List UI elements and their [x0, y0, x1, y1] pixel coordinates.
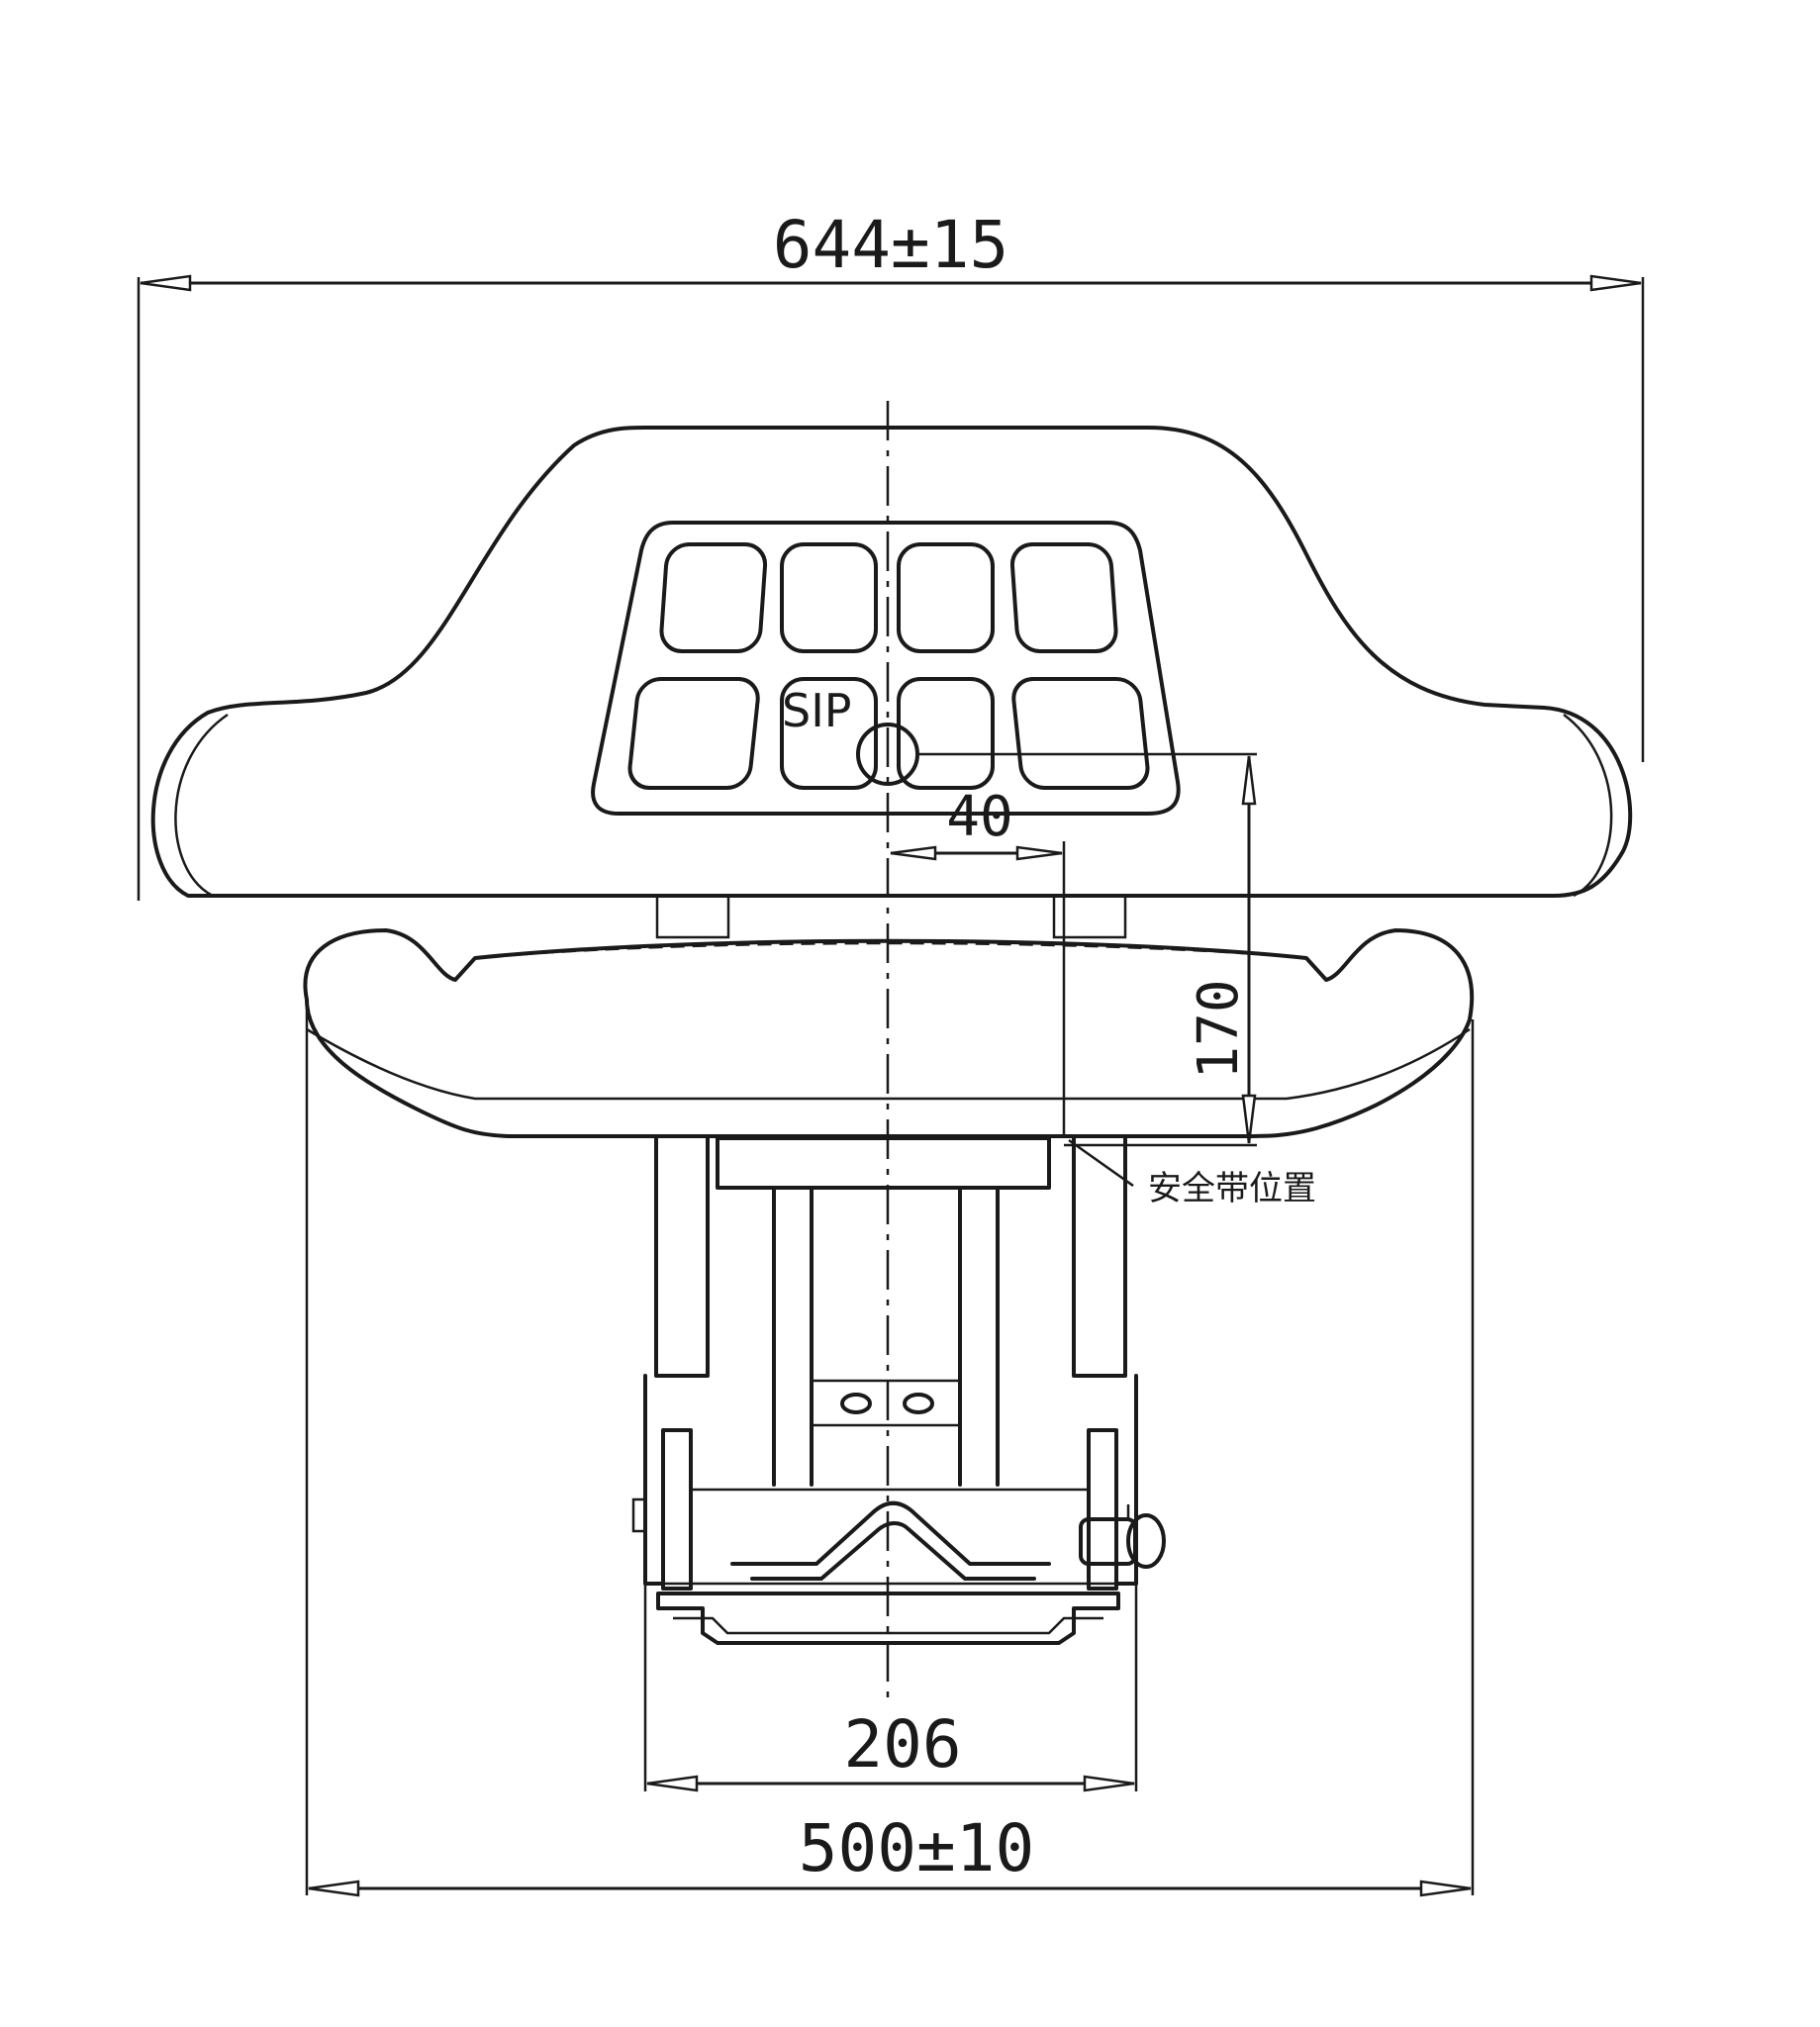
knob-body — [1079, 1517, 1137, 1566]
knob-cap — [1126, 1513, 1166, 1569]
base-width-label: 206 — [843, 1706, 961, 1783]
seat-cushion — [303, 928, 1475, 1138]
vent-frame — [591, 521, 1181, 816]
seatbelt-position-label: 安全带位置 — [1148, 1169, 1316, 1208]
vent-cell-6 — [780, 677, 878, 790]
arrow-right — [1589, 274, 1642, 292]
left-support — [655, 894, 730, 939]
backrest-left-roll — [174, 713, 229, 898]
sip-offset-label: 40 — [946, 785, 1012, 849]
dimension-sip-height: 170 — [915, 752, 1257, 1147]
dimension-overall-width: 644±15 — [137, 207, 1645, 901]
dimension-seat-width: 500±10 — [305, 1000, 1475, 1897]
mount-hole-left — [840, 1393, 872, 1414]
suspension-base — [631, 1136, 1166, 1645]
vent-cell-2 — [780, 542, 878, 653]
leader-line — [1068, 1138, 1134, 1188]
vent-cell-3 — [897, 542, 995, 653]
bottom-tray — [656, 1592, 1120, 1645]
seat-width-label: 500±10 — [799, 1810, 1034, 1886]
sip-label: SIP — [782, 684, 852, 737]
dimension-base-width: 206 — [643, 1584, 1138, 1792]
right-support — [1052, 894, 1127, 939]
overall-width-label: 644±15 — [773, 207, 1008, 283]
left-tab — [631, 1497, 647, 1533]
arrow-left — [140, 274, 192, 292]
seat-dashed-edge — [474, 941, 1307, 960]
mount-hole-right — [903, 1393, 934, 1414]
vent-cell-7 — [897, 677, 995, 790]
vent-cell-4 — [1009, 542, 1118, 653]
arrow-bottom — [1241, 1094, 1257, 1144]
arrow-left — [646, 1775, 699, 1792]
adjustment-knob — [1079, 1504, 1166, 1569]
backrest-outline — [150, 425, 1633, 898]
right-outer-frame — [1072, 1136, 1127, 1378]
left-outer-frame — [654, 1136, 710, 1378]
arrow-top — [1241, 755, 1257, 806]
backrest: SIP — [150, 425, 1633, 898]
cross-member — [810, 1379, 962, 1427]
scissor-mechanism — [730, 1500, 1051, 1581]
dimension-sip-offset: 40 — [890, 785, 1066, 1138]
sip-height-label: 170 — [1187, 979, 1251, 1079]
arrow-left — [890, 845, 937, 861]
arrow-right — [1015, 845, 1063, 861]
arrow-left — [308, 1880, 360, 1897]
bottom-tray-inner — [673, 1616, 1103, 1635]
seat-outline — [303, 928, 1475, 1138]
backrest-right-roll — [1563, 713, 1613, 898]
backrest-supports — [655, 894, 1127, 939]
vent-cell-1 — [659, 542, 768, 653]
right-lower-block — [1087, 1428, 1118, 1591]
seatbelt-note: 安全带位置 — [1068, 1138, 1316, 1208]
left-lower-column — [643, 1374, 665, 1586]
arrow-right — [1083, 1775, 1135, 1792]
seat-inner-contour — [306, 1027, 1471, 1101]
top-plate — [716, 1136, 1051, 1190]
arrow-right — [1419, 1880, 1472, 1897]
vent-cell-8 — [1011, 677, 1150, 790]
left-lower-block — [661, 1428, 693, 1591]
vent-cell-5 — [627, 677, 760, 790]
